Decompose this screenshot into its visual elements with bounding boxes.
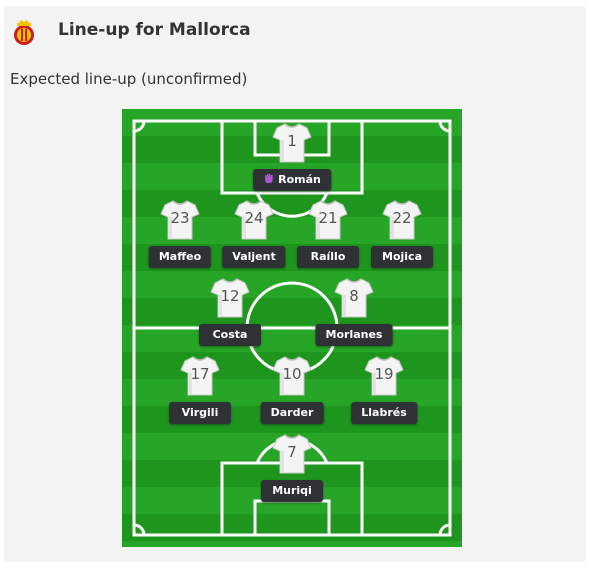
player-name-badge[interactable]: Muriqi (261, 480, 323, 502)
player-name: Raíllo (310, 250, 346, 263)
shirt-icon: 1 (272, 122, 312, 164)
shirt-number: 1 (287, 132, 297, 150)
player-name-badge[interactable]: Morlanes (315, 324, 393, 346)
shirt-number: 8 (349, 287, 359, 305)
player-name-badge[interactable]: Maffeo (148, 246, 212, 268)
shirt-number: 22 (392, 209, 412, 227)
shirt-number: 19 (374, 365, 394, 383)
shirt-number: 12 (220, 287, 240, 305)
player-name-badge[interactable]: Virgili (169, 402, 231, 424)
player-name-badge[interactable]: Raíllo (297, 246, 359, 268)
goalkeeper-glove-icon (263, 170, 274, 183)
lineup-status-text: Expected line-up (unconfirmed) (10, 70, 248, 88)
lineup-header: Line-up for Mallorca (4, 6, 586, 56)
shirt-number: 23 (170, 209, 190, 227)
player-name: Llabrés (361, 406, 407, 419)
shirt-icon: 24 (234, 199, 274, 241)
shirt-number: 7 (287, 443, 297, 461)
shirt-icon: 21 (308, 199, 348, 241)
player-name-badge[interactable]: Costa (199, 324, 261, 346)
player-name: Román (278, 173, 321, 186)
shirt-icon: 23 (160, 199, 200, 241)
shirt-icon: 12 (210, 277, 250, 319)
shirt-icon: 19 (364, 355, 404, 397)
shirt-icon: 7 (272, 433, 312, 475)
player-name: Morlanes (325, 328, 383, 341)
player-name: Muriqi (272, 484, 312, 497)
shirt-icon: 8 (334, 277, 374, 319)
page-title: Line-up for Mallorca (58, 20, 251, 40)
player-name: Virgili (181, 406, 219, 419)
player-name-badge[interactable]: Mojica (371, 246, 433, 268)
player-name: Darder (270, 406, 314, 419)
shirt-icon: 22 (382, 199, 422, 241)
player-name-badge[interactable]: Darder (260, 402, 324, 424)
player-name: Maffeo (158, 250, 202, 263)
shirt-icon: 17 (180, 355, 220, 397)
shirt-number: 10 (282, 365, 302, 383)
player-name: Costa (212, 328, 248, 341)
player-name: Valjent (232, 250, 276, 263)
shirt-icon: 10 (272, 355, 312, 397)
player-name-badge[interactable]: Román (253, 169, 331, 191)
shirt-number: 21 (318, 209, 338, 227)
shirt-number: 24 (244, 209, 264, 227)
mallorca-crest-icon (13, 20, 35, 46)
player-name-badge[interactable]: Valjent (222, 246, 286, 268)
player-name: Mojica (382, 250, 422, 263)
shirt-number: 17 (190, 365, 210, 383)
player-name-badge[interactable]: Llabrés (351, 402, 417, 424)
